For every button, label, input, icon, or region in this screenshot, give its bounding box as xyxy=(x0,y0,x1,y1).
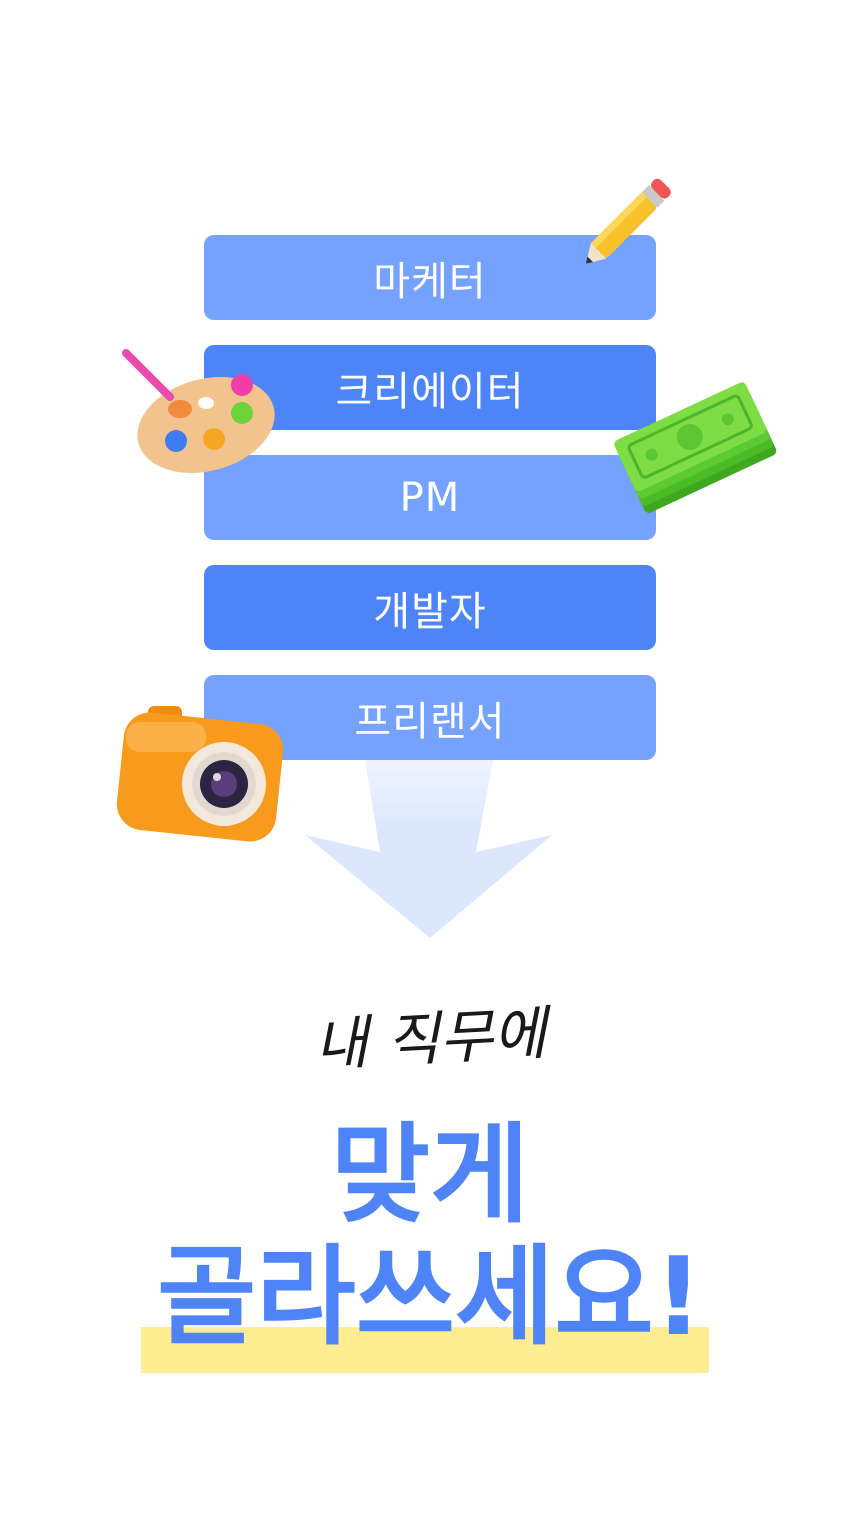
headline-line1: 맞게 xyxy=(330,1113,530,1238)
job-option-developer[interactable]: 개발자 xyxy=(204,565,656,650)
arrow-down-icon xyxy=(305,760,552,938)
job-label: 프리랜서 xyxy=(354,698,506,745)
headline-line2: 골라쓰세요! xyxy=(156,1235,704,1360)
job-label: PM xyxy=(399,474,461,521)
money-stack-icon xyxy=(614,382,777,513)
job-label: 마케터 xyxy=(373,258,487,305)
job-option-creator[interactable]: 크리에이터 xyxy=(204,345,656,430)
job-label: 크리에이터 xyxy=(335,368,525,415)
job-option-marketer[interactable]: 마케터 xyxy=(204,235,656,320)
job-option-pm[interactable]: PM xyxy=(204,455,656,540)
camera-icon xyxy=(116,706,284,842)
pencil-icon xyxy=(585,178,671,264)
headline-handwritten: 내 직무에 xyxy=(312,998,548,1080)
highlight-bar xyxy=(141,1327,709,1373)
job-label: 개발자 xyxy=(373,588,487,635)
paint-palette-icon xyxy=(122,349,275,473)
